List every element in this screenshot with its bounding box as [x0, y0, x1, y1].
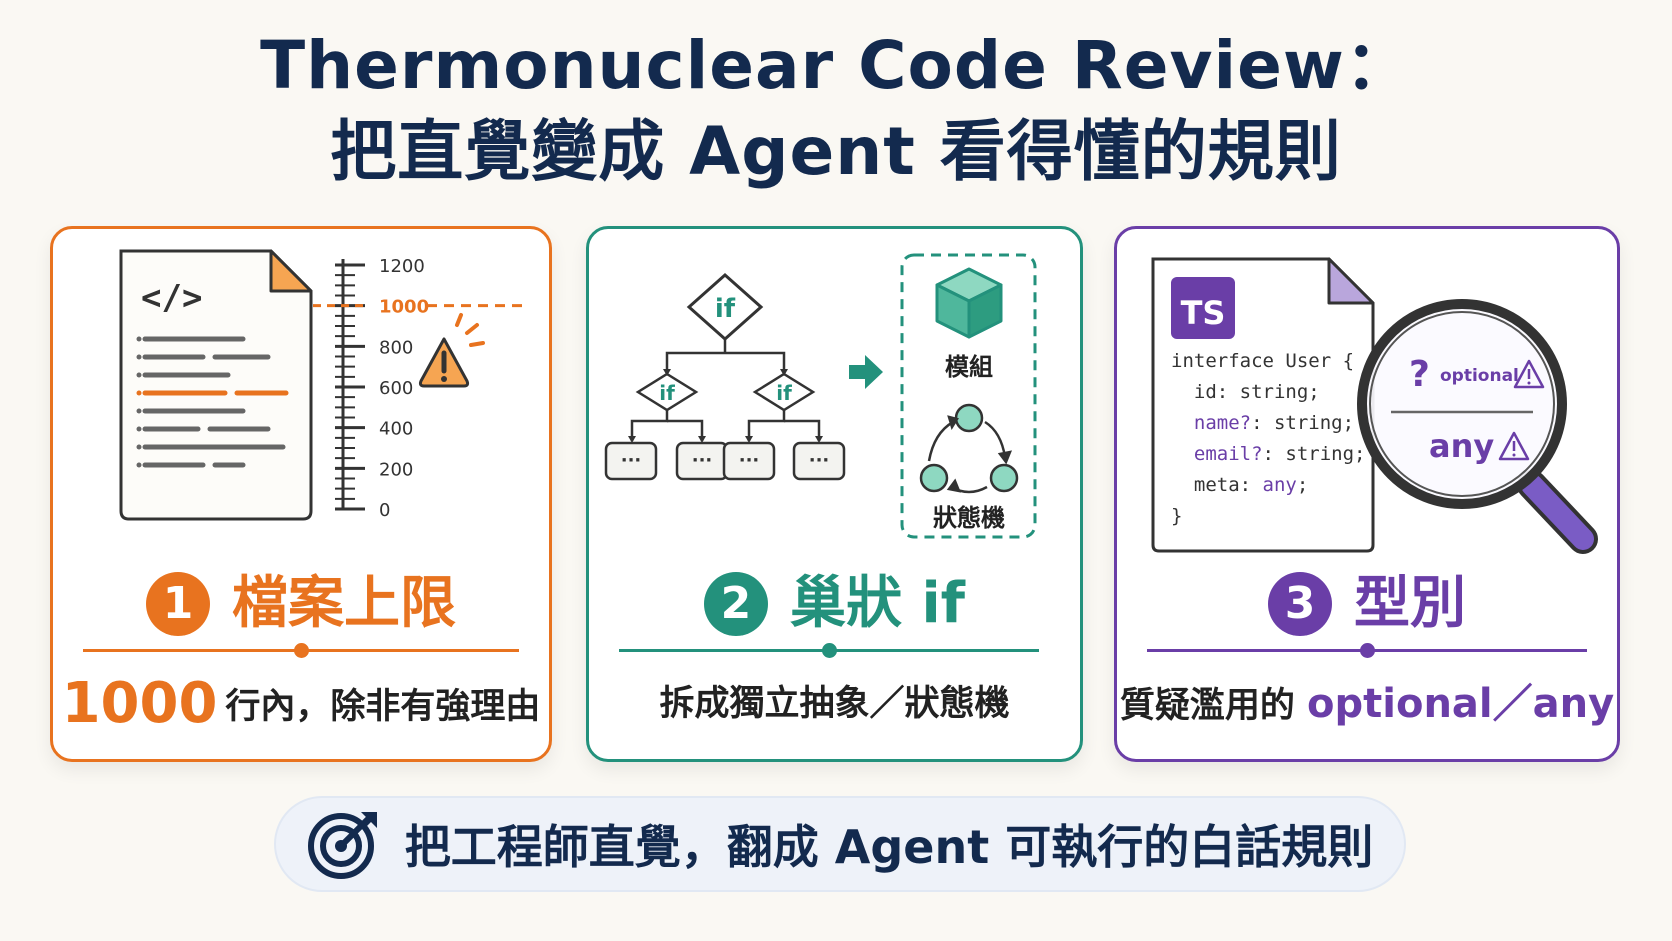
if-node-left: if — [659, 381, 675, 405]
lens-any: any — [1429, 427, 1494, 465]
ts-badge: TS — [1181, 294, 1226, 332]
module-label: 模組 — [945, 353, 993, 381]
step-number-2: 2 — [703, 572, 768, 636]
step-number-3: 3 — [1268, 572, 1332, 636]
code-line: id: string; — [1171, 381, 1320, 403]
state-machine-icon — [919, 403, 1019, 494]
card-3-description: 質疑濫用的 optional／any — [1117, 669, 1617, 741]
ruler-tick-label: 1200 — [379, 256, 425, 277]
page-title-line2: 把直覺變成 Agent 看得懂的規則 — [330, 113, 1342, 190]
card-types: TS interface User { id: string; name?: s… — [1114, 226, 1620, 762]
svg-text:?: ? — [1409, 354, 1430, 395]
card-file-limit: </> 1200 1000 800 600 400 200 0 — [50, 226, 552, 762]
state-machine-label: 狀態機 — [933, 504, 1005, 532]
code-line: interface User { — [1171, 350, 1354, 372]
card-nested-if: if if if ··· ··· ··· ··· 模組 — [586, 226, 1083, 762]
ruler-tick-label: 200 — [379, 459, 413, 480]
ruler-tick-label: 0 — [379, 500, 390, 521]
leaf-block-3: ··· — [739, 450, 760, 471]
nested-if-illustration: if if if ··· ··· ··· ··· 模組 — [604, 253, 1037, 539]
card-2-heading-row: 2 巢狀 if — [589, 569, 1080, 639]
card-3-desc-keyword: optional／any — [1307, 681, 1615, 727]
footer-text: 把工程師直覺，翻成 Agent 可執行的白話規則 — [404, 820, 1374, 874]
warning-icon — [418, 313, 485, 388]
leaf-block-4: ··· — [809, 450, 830, 471]
card-3-desc-text: 質疑濫用的 — [1119, 686, 1295, 726]
decision-tree — [630, 272, 821, 441]
arrow-right-icon — [849, 355, 883, 389]
code-file-icon: </> — [119, 249, 313, 521]
card-1-heading: 檔案上限 — [232, 571, 456, 636]
file-limit-illustration: </> 1200 1000 800 600 400 200 0 — [119, 249, 523, 521]
card-3-divider — [1147, 643, 1587, 658]
limit-number: 1000 — [61, 671, 218, 736]
leaf-block-2: ··· — [692, 450, 713, 471]
ruler-tick-label: 800 — [379, 337, 413, 358]
card-3-heading-row: 3 型別 — [1117, 569, 1617, 639]
line-count-ruler: 1200 1000 800 600 400 200 0 — [313, 256, 523, 521]
card-1-heading-row: 1 檔案上限 — [53, 569, 549, 639]
code-line: name?: string; — [1171, 412, 1354, 434]
code-line: email?: string; — [1171, 443, 1365, 465]
card-1-desc-text: 行內，除非有強理由 — [225, 687, 541, 727]
abstraction-box — [900, 253, 1037, 539]
leaf-block-1: ··· — [621, 450, 642, 471]
page-title-line1: Thermonuclear Code Review： — [260, 27, 1412, 104]
ruler-tick-label: 600 — [379, 378, 413, 399]
ruler-tick-label: 400 — [379, 419, 413, 440]
cube-module-icon — [935, 267, 1003, 339]
code-block: interface User { id: string; name?: stri… — [1171, 350, 1365, 527]
magnifier-icon: ? optional any — [1357, 299, 1598, 554]
types-illustration: TS interface User { id: string; name?: s… — [1151, 257, 1598, 554]
card-3-heading: 型別 — [1354, 571, 1466, 636]
footer-banner: 把工程師直覺，翻成 Agent 可執行的白話規則 — [274, 796, 1406, 892]
card-2-description: 拆成獨立抽象／狀態機 — [659, 684, 1010, 724]
ts-code-file: TS interface User { id: string; name?: s… — [1151, 257, 1375, 553]
target-icon — [307, 812, 377, 879]
typescript-icon — [1171, 277, 1235, 339]
card-1-divider — [83, 643, 519, 658]
code-line: } — [1171, 505, 1182, 527]
if-node-right: if — [776, 381, 792, 405]
ruler-tick-label: 1000 — [379, 297, 429, 318]
lens-optional: optional — [1440, 366, 1519, 386]
code-glyph: </> — [141, 278, 202, 318]
if-node-root: if — [715, 294, 736, 324]
card-2-divider — [619, 643, 1039, 658]
step-number-1: 1 — [146, 572, 210, 636]
code-line: meta: any; — [1171, 474, 1308, 496]
card-2-heading: 巢狀 if — [789, 571, 966, 636]
